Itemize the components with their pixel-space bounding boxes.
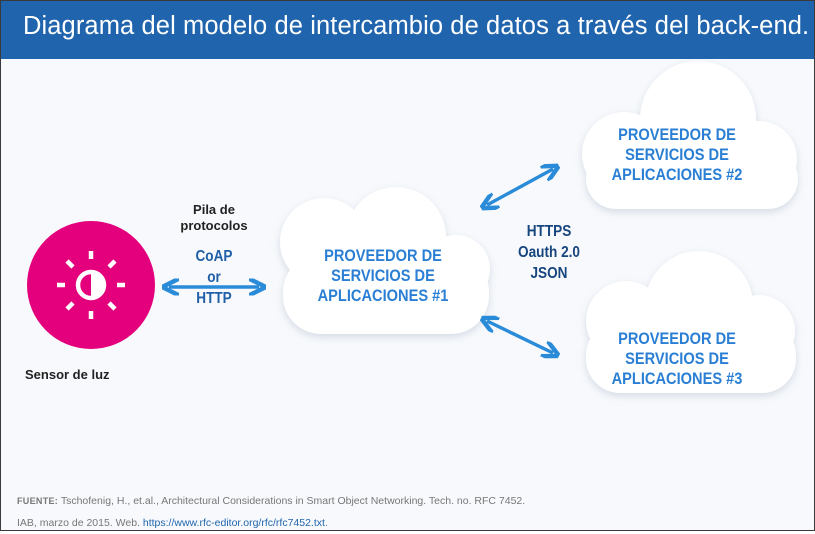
light-sensor-icon: [27, 221, 155, 349]
page-title: Diagrama del modelo de intercambio de da…: [23, 12, 810, 40]
provider-3-line3: APLICACIONES #3: [611, 369, 743, 388]
protocol-http: HTTP: [196, 290, 232, 307]
source-lead: FUENTE:: [17, 496, 59, 506]
provider-1-line3: APLICACIONES #1: [317, 286, 449, 305]
source-citation: FUENTE: Tschofenig, H., et.al., Architec…: [17, 490, 525, 534]
provider-2-line1: PROVEEDOR DE: [618, 125, 736, 144]
protocol-stack-heading: Pila de protocolos: [179, 202, 249, 234]
source-line-2: IAB, marzo de 2015. Web. https://www.rfc…: [17, 512, 525, 534]
cloud-provider-3: [586, 251, 796, 393]
source-after-link: .: [324, 517, 328, 529]
cloud-provider-1: [280, 187, 490, 334]
provider-3-line1: PROVEEDOR DE: [618, 329, 736, 348]
arrow-provider-1-to-provider-2: [487, 169, 553, 205]
source-line-1: FUENTE: Tschofenig, H., et.al., Architec…: [17, 490, 525, 512]
provider-1-label: PROVEEDOR DE SERVICIOS DE APLICACIONES #…: [306, 246, 461, 306]
protocol-stack-heading-line2: protocolos: [180, 218, 248, 233]
arrow-provider-1-to-provider-3: [487, 321, 553, 353]
protocol-stack-heading-line1: Pila de: [193, 202, 235, 217]
provider-1-line2: SERVICIOS DE: [331, 266, 435, 285]
provider-3-line2: SERVICIOS DE: [625, 349, 729, 368]
protocol-stack-protocols: CoAP or HTTP: [189, 246, 240, 309]
protocol-oauth: Oauth 2.0: [518, 244, 580, 261]
protocol-json: JSON: [530, 265, 568, 282]
diagram-canvas: Pila de protocolos CoAP or HTTP HTTPS Oa…: [1, 59, 814, 530]
provider-2-line2: SERVICIOS DE: [625, 145, 729, 164]
sensor-label: Sensor de luz: [25, 367, 110, 382]
protocol-https: HTTPS: [526, 223, 572, 240]
backend-protocols: HTTPS Oauth 2.0 JSON: [510, 221, 588, 284]
protocol-or: or: [207, 269, 221, 286]
cloud-provider-2: [582, 61, 798, 209]
provider-2-line3: APLICACIONES #2: [611, 165, 743, 184]
title-bar: Diagrama del modelo de intercambio de da…: [1, 1, 814, 59]
protocol-coap: CoAP: [195, 248, 233, 265]
provider-3-label: PROVEEDOR DE SERVICIOS DE APLICACIONES #…: [600, 329, 755, 389]
source-text-2: IAB, marzo de 2015. Web.: [17, 517, 143, 529]
source-link[interactable]: https://www.rfc-editor.org/rfc/rfc7452.t…: [142, 517, 325, 529]
diagram-graphics: [27, 61, 798, 393]
source-text-1: Tschofenig, H., et.al., Architectural Co…: [58, 495, 526, 507]
provider-2-label: PROVEEDOR DE SERVICIOS DE APLICACIONES #…: [600, 125, 755, 185]
provider-1-line1: PROVEEDOR DE: [324, 246, 442, 265]
